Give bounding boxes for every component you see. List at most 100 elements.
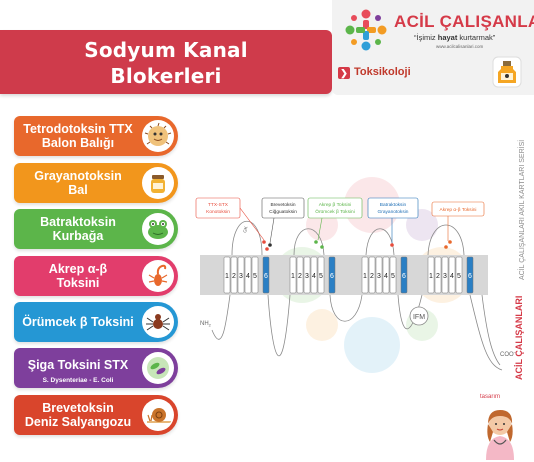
helix-number: 6: [264, 273, 268, 280]
helix-segment: [303, 256, 311, 294]
toxin-site-labels: TTX-STX Konotoksin Brevetoksin Ciğguatok…: [195, 197, 485, 244]
nh-text: NH: [200, 321, 209, 327]
helix-number: 5: [253, 273, 257, 280]
binding-site-markers: [262, 240, 452, 251]
label-scorpion-beta-line2: Örümcek β Toksini: [315, 208, 355, 215]
toxin-pill-text: Şiga Toksini STX S. Dysenteriae - E. Coli: [14, 358, 142, 388]
helix-segment: [455, 256, 463, 294]
side-brand-text: ACİL ÇALIŞANLARI: [514, 295, 524, 380]
nh-sub: 2: [209, 323, 212, 328]
brand-name: ACİL ÇALIŞANLARI: [394, 12, 534, 31]
helix-segment: [237, 256, 245, 294]
gk-label: GK: [242, 226, 249, 234]
helix-number: 6: [468, 273, 472, 280]
helix-segment: [296, 256, 304, 294]
label-brevetoxin: Brevetoksin Ciğguatoksin: [261, 197, 305, 244]
helix-number: 4: [450, 273, 454, 280]
brand-header: ACİL ÇALIŞANLARI “İşimiz hayat kurtarmak…: [332, 0, 534, 95]
toxin-name: Grayanotoksin: [34, 169, 122, 183]
brand-logo-icon: [345, 9, 387, 51]
label-ttx-line1: TTX-STX: [208, 202, 229, 208]
title-banner: Sodyum Kanal Blokerleri: [0, 30, 332, 94]
spider-icon: [142, 306, 174, 338]
doctor-illustration-icon: [486, 410, 514, 460]
helix-segment: [317, 256, 325, 294]
helix-number: 6: [330, 273, 334, 280]
designer-credit: tasarım: [480, 394, 500, 400]
label-ttx-stx: TTX-STX Konotoksin: [195, 197, 265, 241]
helix-segment: [368, 256, 376, 294]
helix-segment: [230, 256, 238, 294]
helix-segment: [434, 256, 442, 294]
toxin-pill: Şiga Toksini STX S. Dysenteriae - E. Coli: [14, 348, 178, 388]
category-text: Toksikoloji: [354, 66, 411, 78]
toxin-source: Balon Balığı: [41, 136, 115, 150]
page-title-line1: Sodyum Kanal: [84, 38, 248, 62]
brand-slogan: “İşimiz hayat kurtarmak”: [414, 33, 495, 42]
label-scorpion-alpha-beta: Akrep α-β Toksini: [431, 201, 485, 241]
series-title: ACİL ÇALIŞANLARI AKIL KARTLARI SERİSİ: [519, 139, 526, 280]
chevron-right-icon: ❯: [338, 67, 350, 79]
poison-bottle-icon: [492, 56, 522, 88]
label-batrachotoxin-line2: Grayanotoksin: [378, 209, 409, 215]
pufferfish-icon: [142, 120, 174, 152]
frog-icon: [142, 213, 174, 245]
helix-segment: [382, 256, 390, 294]
helix-number: 1: [363, 273, 367, 280]
label-brevetoxin-line2: Ciğguatoksin: [269, 209, 297, 215]
helix-segment: [441, 256, 449, 294]
toxin-pill-text: Örümcek β Toksini: [14, 315, 142, 329]
helix-number: 6: [402, 273, 406, 280]
helix-number: 4: [384, 273, 388, 280]
side-brand: ACİL ÇALIŞANLARI: [514, 296, 524, 380]
slogan-post: kurtarmak”: [457, 33, 496, 42]
slogan-bold: hayat: [437, 33, 458, 42]
helix-number: 5: [319, 273, 323, 280]
snail-icon: [142, 399, 174, 431]
helix-number: 5: [391, 273, 395, 280]
helix-number: 2: [436, 273, 440, 280]
helix-number: 1: [429, 273, 433, 280]
label-batrachotoxin-line1: Batraktoksin: [380, 202, 407, 208]
channel-backbone: [211, 221, 503, 371]
label-scorpion-beta: Akrep β Toksini Örümcek β Toksini: [307, 197, 363, 241]
helix-segment: [310, 256, 318, 294]
toxin-source: S. Dysenteriae - E. Coli: [42, 377, 114, 384]
toxin-name: Örümcek β Toksini: [22, 315, 134, 329]
toxin-name: Tetrodotoksin TTX: [23, 122, 133, 136]
label-batrachotoxin: Batraktoksin Grayanotoksin: [367, 197, 419, 243]
scorpion-icon: [142, 260, 174, 292]
helix-segment: [262, 256, 270, 294]
helix-number: 3: [443, 273, 447, 280]
label-scorpion-alpha-beta-line1: Akrep α-β Toksini: [440, 207, 477, 213]
helix-segment: [244, 256, 252, 294]
helix-segment: [448, 256, 456, 294]
bacteria-icon: [142, 352, 174, 384]
helix-segment: [375, 256, 383, 294]
helix-number: 4: [312, 273, 316, 280]
helix-segment: [427, 256, 435, 294]
category-label: ❯ Toksikoloji: [338, 66, 411, 79]
toxin-name: Şiga Toksini STX: [27, 358, 129, 372]
helix-segment: [361, 256, 369, 294]
helix-number: 3: [377, 273, 381, 280]
helix-number: 2: [370, 273, 374, 280]
design-text: tasarım: [480, 394, 501, 400]
toxin-source: Toksini: [56, 276, 100, 290]
ifm-label: IFM: [413, 314, 425, 321]
toxin-source: Deniz Salyangozu: [24, 415, 132, 429]
toxin-name: Akrep α-β: [48, 262, 108, 276]
toxin-pill: Örümcek β Toksini: [14, 302, 178, 342]
toxin-name: Brevetoksin: [42, 401, 114, 415]
